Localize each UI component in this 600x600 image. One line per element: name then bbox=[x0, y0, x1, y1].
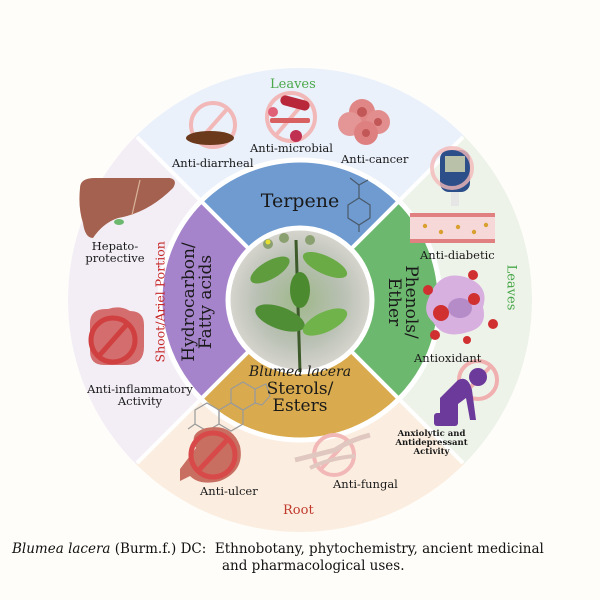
anti-diarrheal-icon bbox=[186, 101, 237, 149]
class-wedge-sterols bbox=[201, 350, 399, 440]
caption-line2: and pharmacological uses. bbox=[222, 558, 405, 574]
activity-anti-fungal: Anti-fungal bbox=[333, 477, 398, 491]
anxiety-person-icon bbox=[434, 359, 499, 426]
class-sterols-line2: Esters bbox=[272, 396, 328, 416]
caption-species: Blumea lacera bbox=[12, 541, 111, 557]
terpene-structure-icon bbox=[347, 177, 371, 232]
activity-hepatoprotective: Hepato- protective bbox=[85, 239, 145, 266]
sterol-structure-icon bbox=[187, 381, 271, 432]
plant-photo bbox=[225, 225, 375, 375]
class-wedge-phenols bbox=[350, 201, 440, 399]
antioxidant-icon bbox=[423, 270, 498, 344]
anti-fungal-icon bbox=[294, 432, 371, 477]
activity-anti-diarrheal: Anti-diarrheal bbox=[172, 156, 254, 170]
class-hydrocarbon-line2: Fatty acids bbox=[196, 254, 216, 350]
caption-authority: (Burm.f.) DC: bbox=[110, 541, 207, 557]
part-label-bottom: Root bbox=[283, 503, 314, 518]
class-ring bbox=[160, 160, 440, 440]
anti-ulcer-icon bbox=[180, 427, 241, 483]
activity-anti-diabetic: Anti-diabetic bbox=[420, 248, 495, 262]
species-label: Blumea lacera bbox=[248, 364, 352, 380]
blood-vessel-icon bbox=[410, 213, 495, 243]
class-sterols-label: Sterols/ Esters bbox=[240, 381, 360, 415]
class-terpene-label: Terpene bbox=[260, 190, 340, 212]
caption: Blumea lacera (Burm.f.) DC: Ethnobotany,… bbox=[12, 541, 544, 558]
anti-inflammatory-icon bbox=[88, 307, 144, 365]
activity-anti-microbial: Anti-microbial bbox=[250, 141, 333, 155]
activity-antioxidant: Antioxidant bbox=[414, 351, 482, 365]
activity-anti-inflammatory: Anti-inflammatory Activity bbox=[87, 382, 193, 409]
activity-anti-ulcer: Anti-ulcer bbox=[200, 484, 258, 498]
glucometer-icon bbox=[430, 146, 474, 206]
anti-microbial-icon bbox=[265, 91, 317, 143]
caption-line1: Ethnobotany, phytochemistry, ancient med… bbox=[214, 541, 544, 557]
class-wedge-hydrocarbon bbox=[160, 201, 250, 399]
anti-cancer-icon bbox=[338, 99, 390, 145]
part-label-top: Leaves bbox=[270, 77, 316, 92]
class-sterols-line1: Sterols/ bbox=[266, 379, 334, 399]
class-wedge-terpene bbox=[201, 160, 399, 250]
part-label-right: Leaves bbox=[503, 264, 519, 311]
activity-anxiolytic: Anxiolytic and Antidepressant Activity bbox=[395, 429, 468, 457]
class-phenols-line2: Ether bbox=[384, 277, 404, 327]
class-hydrocarbon-label: Hydrocarbon/ Fatty acids bbox=[179, 227, 216, 377]
activity-anti-cancer: Anti-cancer bbox=[341, 152, 409, 166]
liver-icon bbox=[79, 178, 175, 238]
